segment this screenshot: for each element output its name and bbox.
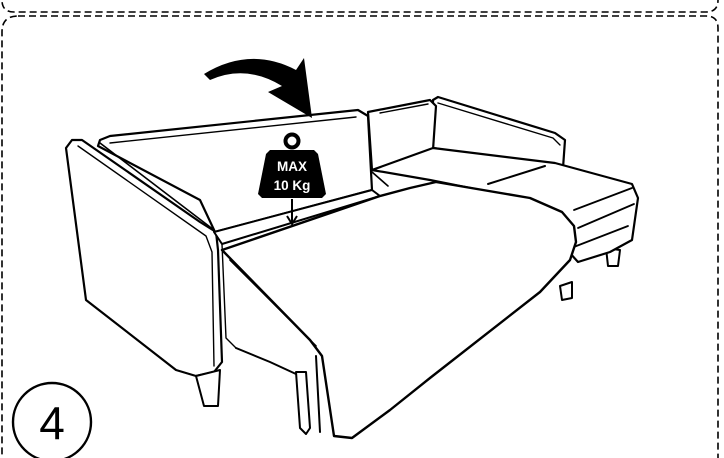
weight-label-kg: 10 Kg: [274, 178, 311, 193]
previous-panel-border: [2, 0, 718, 12]
weight-label-max: MAX: [277, 159, 307, 174]
step-badge: 4: [13, 383, 91, 458]
sofa-leg-front-right: [560, 282, 572, 300]
sofa-bed: [66, 97, 638, 438]
curved-arrow-icon: [204, 58, 312, 118]
sofa-leg-front-left: [196, 370, 220, 406]
step-number: 4: [39, 397, 65, 449]
sofa-pullout-leg: [296, 372, 310, 434]
